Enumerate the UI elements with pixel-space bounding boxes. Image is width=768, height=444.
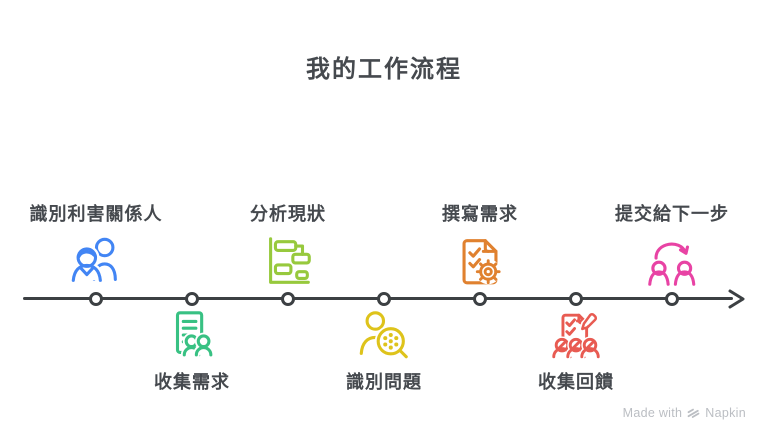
timeline-dot: [473, 292, 487, 306]
milestone-label: 收集回饋: [538, 372, 614, 392]
milestone-label: 識別問題: [346, 372, 422, 392]
napkin-logo-icon: [687, 408, 700, 418]
timeline-dot: [89, 292, 103, 306]
timeline-dot: [569, 292, 583, 306]
milestone-label: 分析現狀: [250, 204, 326, 224]
timeline-dot: [377, 292, 391, 306]
feedback-document-icon: [547, 306, 605, 364]
milestone-label: 撰寫需求: [442, 204, 518, 224]
timeline-dot: [665, 292, 679, 306]
requirements-document-icon: [163, 306, 221, 364]
timeline-dot: [281, 292, 295, 306]
timeline-arrowhead-icon: [728, 289, 745, 309]
person-magnifier-icon: [355, 306, 413, 364]
timeline-dot: [185, 292, 199, 306]
milestone-label: 識別利害關係人: [29, 204, 163, 224]
gantt-chart-icon: [259, 233, 317, 291]
document-gear-icon: [451, 233, 509, 291]
milestone-label: 提交給下一步: [615, 204, 729, 224]
milestone-label: 收集需求: [154, 372, 230, 392]
people-transfer-icon: [643, 233, 701, 291]
watermark-brand: Napkin: [705, 406, 746, 420]
stakeholders-icon: [67, 233, 125, 291]
watermark-prefix: Made with: [622, 406, 683, 420]
page-title: 我的工作流程: [306, 56, 462, 83]
watermark: Made with Napkin: [623, 406, 746, 420]
